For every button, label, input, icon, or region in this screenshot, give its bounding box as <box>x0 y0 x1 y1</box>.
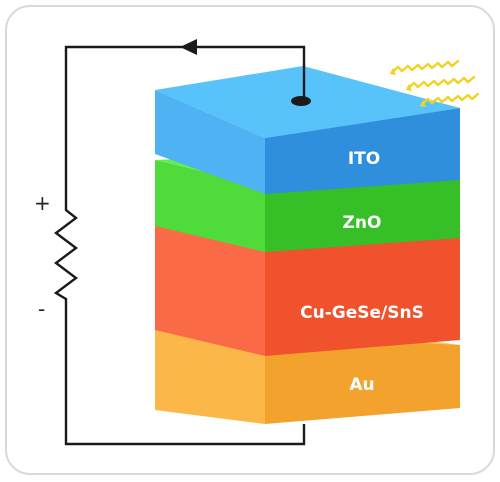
top-contact-dot <box>291 96 311 106</box>
plus-sign: + <box>34 191 51 215</box>
minus-sign: - <box>38 297 45 321</box>
layer-label-ito: ITO <box>348 149 380 169</box>
layer-label-zno: ZnO <box>343 213 382 233</box>
layer-ito: ITO <box>155 66 460 194</box>
layer-label-cu-gese-sns: Cu-GeSe/SnS <box>300 303 424 323</box>
light-rays-icon <box>390 59 480 107</box>
current-arrow-icon <box>180 39 197 55</box>
external-circuit: + - <box>34 39 311 446</box>
circuit-wire <box>53 45 306 446</box>
layer-label-au: Au <box>349 375 374 395</box>
